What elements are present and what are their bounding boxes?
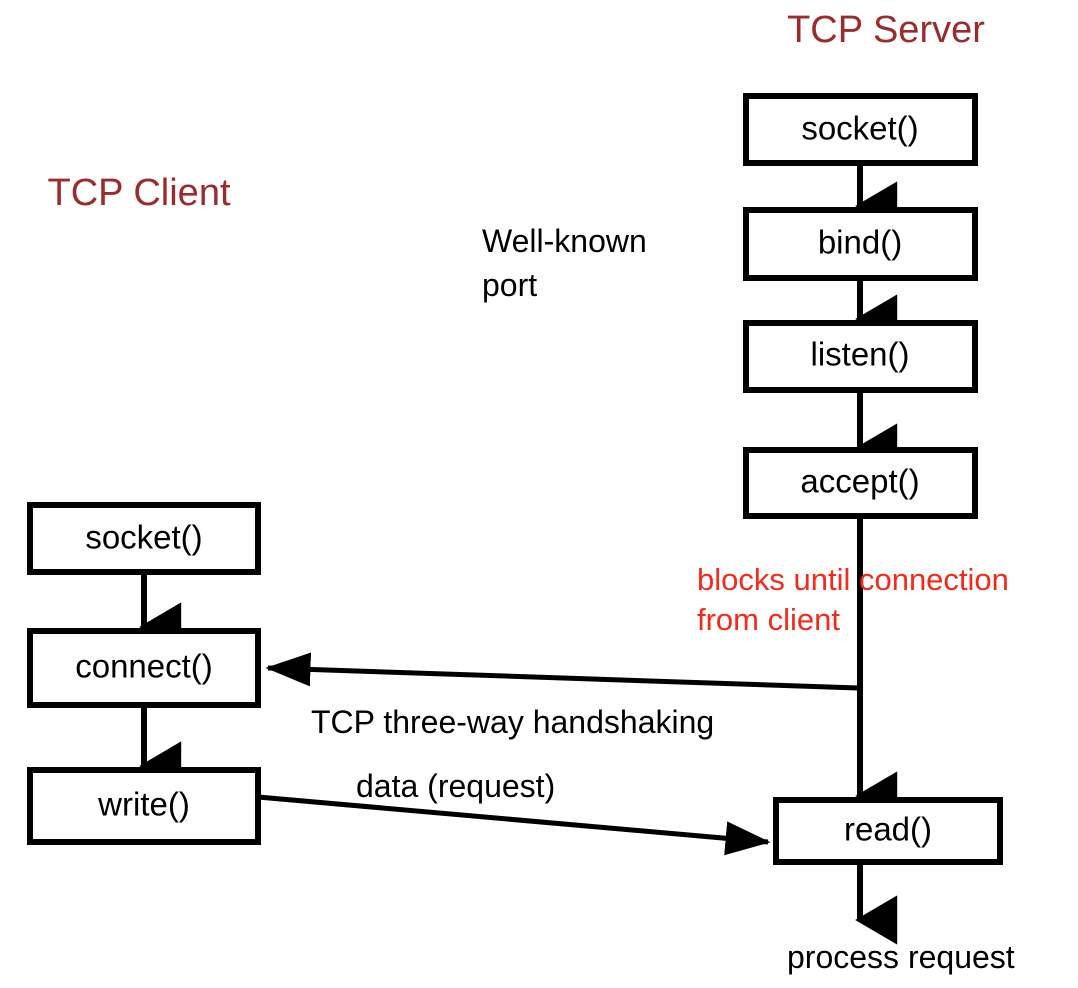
client-socket-label: socket()	[85, 519, 202, 556]
server-step-accept[interactable]: accept()	[743, 447, 978, 519]
message-arrows	[257, 652, 859, 856]
arrow-handshake-server-to-client	[265, 652, 859, 691]
wellknown-port-line2: port	[482, 267, 537, 303]
server-listen-box[interactable]	[743, 320, 978, 393]
process-request-label: process request	[787, 939, 1015, 975]
server-socket-label: socket()	[801, 110, 918, 147]
server-accept-label: accept()	[800, 463, 919, 500]
client-write-label: write()	[97, 786, 190, 823]
wellknown-port-line1: Well-known	[482, 223, 647, 259]
server-read-label: read()	[844, 811, 932, 848]
server-title: TCP Server	[787, 9, 985, 51]
server-step-listen[interactable]: listen()	[743, 320, 978, 393]
blocking-note-line2: from client	[697, 602, 840, 637]
handshake-label: TCP three-way handshaking	[311, 704, 714, 740]
client-title: TCP Client	[47, 172, 230, 214]
client-connect-box[interactable]	[27, 628, 261, 708]
server-step-bind[interactable]: bind()	[743, 207, 978, 281]
client-step-connect[interactable]: connect()	[27, 628, 261, 708]
client-connect-label: connect()	[75, 648, 213, 685]
client-socket-box[interactable]	[27, 502, 261, 575]
server-socket-box[interactable]	[743, 93, 978, 166]
server-bind-label: bind()	[818, 224, 902, 261]
client-step-write[interactable]: write()	[27, 767, 261, 845]
blocking-note-line1: blocks until connection	[697, 562, 1009, 597]
server-accept-box[interactable]	[743, 447, 978, 519]
server-read-box[interactable]	[773, 797, 1003, 865]
server-listen-label: listen()	[810, 336, 909, 373]
server-step-read[interactable]: read()	[773, 797, 1003, 865]
client-step-socket[interactable]: socket()	[27, 502, 261, 575]
server-bind-box[interactable]	[743, 207, 978, 281]
client-write-box[interactable]	[27, 767, 261, 845]
arrow-data-client-to-server	[257, 794, 771, 856]
data-request-label: data (request)	[356, 768, 555, 804]
server-step-socket[interactable]: socket()	[743, 93, 978, 166]
